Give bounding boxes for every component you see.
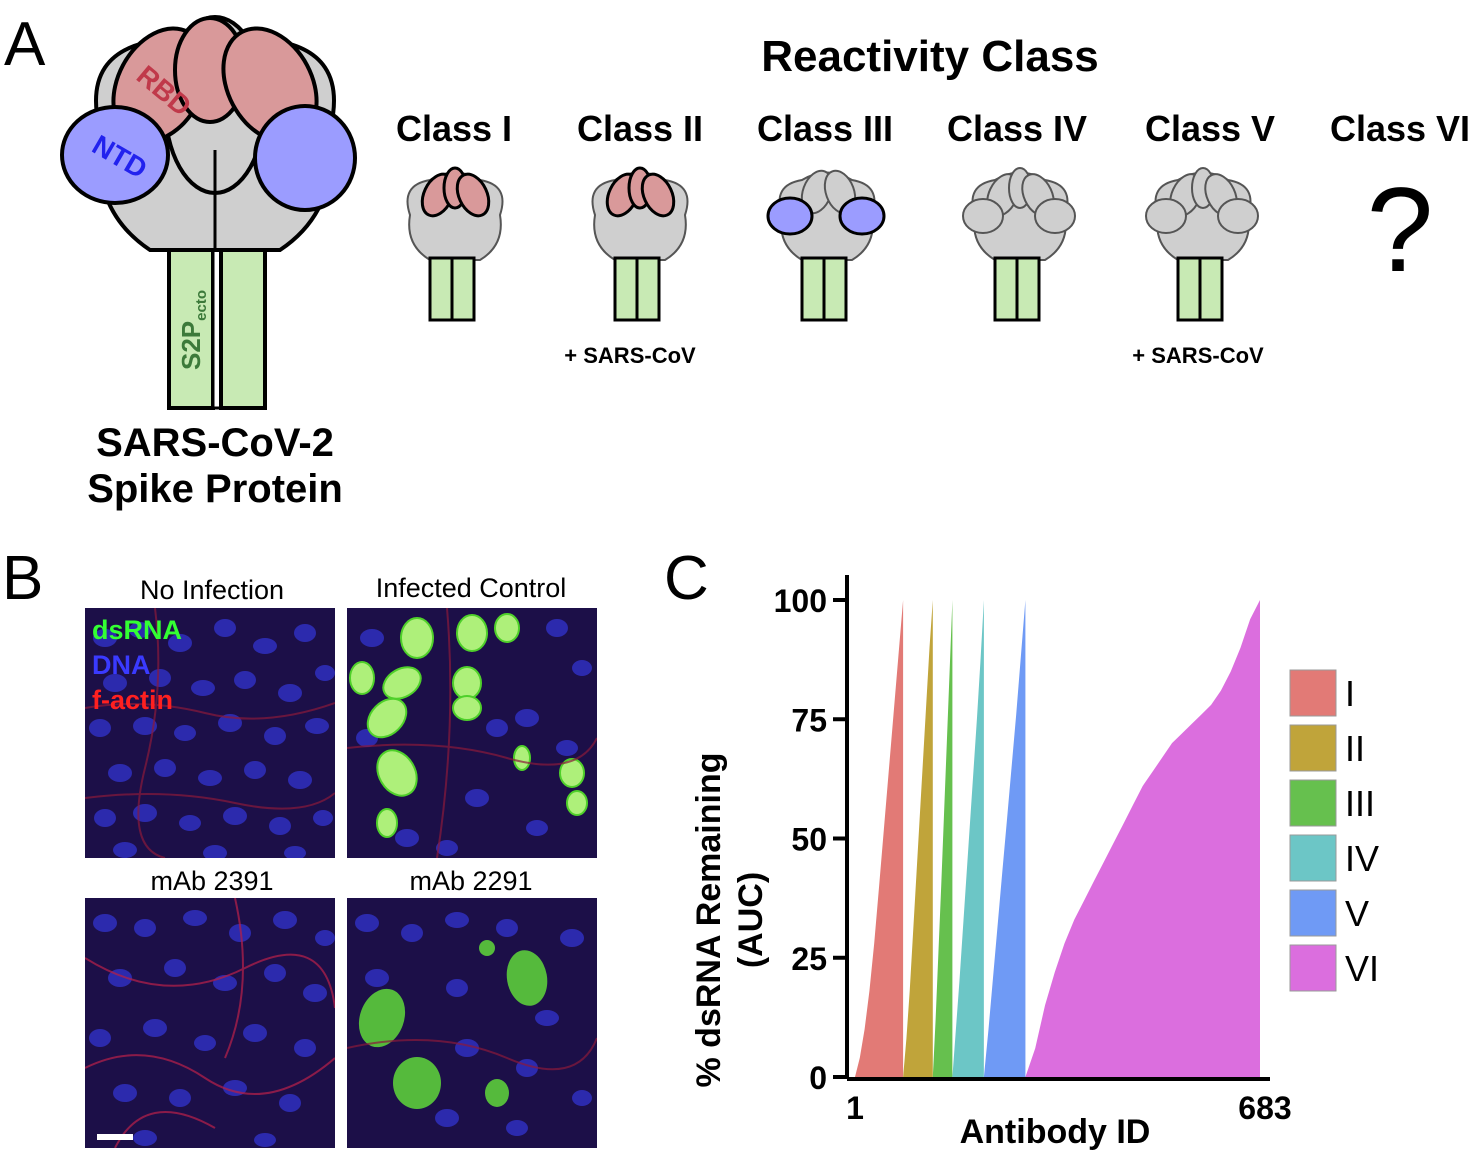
series-area-iii	[932, 600, 953, 1077]
legend-label-ii: II	[1345, 728, 1365, 769]
legend-swatch-i	[1289, 669, 1337, 717]
class-v-spike-icon	[1145, 167, 1259, 322]
panel-label-a: A	[4, 10, 46, 79]
legend-swatch-ii	[1289, 724, 1337, 772]
class-v-title: Class V	[1144, 108, 1276, 149]
class-v-note: + SARS-CoV	[1132, 343, 1264, 368]
micro-title-mab-2391: mAb 2391	[150, 866, 274, 896]
channel-dna: DNA	[92, 650, 151, 680]
y-tick-label: 100	[774, 583, 827, 619]
micrograph-infected-control	[347, 608, 597, 858]
class-vi-title: Class VI	[1329, 108, 1471, 149]
x-axis-label: Antibody ID	[960, 1113, 1151, 1151]
legend-swatch-vi	[1289, 944, 1337, 992]
legend-label-iii: III	[1345, 783, 1375, 824]
micrograph-mab-2391	[85, 898, 335, 1148]
panel-label-c: C	[664, 544, 709, 613]
channel-label-dsrna: dsRNA	[92, 615, 182, 646]
spike-caption-line1: SARS-CoV-2	[96, 421, 334, 465]
channel-dsrna: dsRNA	[92, 615, 183, 645]
spike-caption: SARS-CoV-2 Spike Protein	[60, 420, 370, 512]
class-iii-spike-icon	[766, 169, 886, 322]
y-axis-label-line2: (AUC)	[732, 872, 770, 968]
series-area-i	[855, 600, 904, 1077]
legend-label-iv: IV	[1345, 838, 1379, 879]
class-i-title: Class I	[395, 108, 513, 149]
series-area-v	[983, 600, 1026, 1077]
chart-series-areas	[855, 600, 1260, 1077]
channel-label-factin: f-actin	[92, 685, 173, 716]
reactivity-class-title: Reactivity Class	[761, 32, 1099, 81]
class-ii-note: + SARS-CoV	[564, 343, 696, 368]
micro-title-no-infection: No Infection	[139, 575, 285, 605]
legend-label-i: I	[1345, 673, 1355, 714]
y-tick-label: 75	[791, 702, 827, 738]
series-area-iv	[952, 600, 984, 1077]
x-tick-label-start: 1	[846, 1090, 864, 1126]
x-tick-label-end: 683	[1238, 1090, 1291, 1126]
micro-title-infected-control: Infected Control	[375, 573, 567, 603]
spike-protein-diagram: RBD NTD S2Pecto	[60, 15, 357, 410]
channel-factin: f-actin	[92, 685, 173, 715]
panel-label-b: B	[2, 544, 44, 613]
class-ii-spike-icon	[591, 166, 689, 322]
spike-caption-line2: Spike Protein	[87, 467, 343, 511]
legend-swatch-iii	[1289, 779, 1337, 827]
legend-swatch-iv	[1289, 834, 1337, 882]
class-iv-spike-icon	[962, 167, 1076, 322]
class-ii-title: Class II	[576, 108, 704, 149]
class-i-spike-icon	[406, 166, 504, 322]
legend-label-vi: VI	[1345, 948, 1379, 989]
class-vi-unknown-mark: ?	[1366, 163, 1434, 297]
class-iv-title: Class IV	[946, 108, 1088, 149]
y-tick-label: 25	[791, 941, 827, 977]
scale-bar	[97, 1134, 133, 1140]
s2p-label: S2Pecto	[176, 290, 210, 370]
micrograph-no-infection	[85, 608, 335, 858]
y-tick-label: 0	[809, 1060, 827, 1096]
y-axis-label-line1: % dsRNA Remaining	[690, 752, 728, 1087]
series-area-vi	[1025, 600, 1260, 1077]
series-area-ii	[903, 600, 933, 1077]
legend-label-v: V	[1345, 893, 1369, 934]
legend-swatch-v	[1289, 889, 1337, 937]
micro-title-mab-2291: mAb 2291	[409, 866, 533, 896]
class-iii-title: Class III	[756, 108, 894, 149]
micrograph-mab-2291	[347, 898, 597, 1148]
channel-label-dna: DNA	[92, 650, 151, 681]
chart-axes: 0 25 50 75 100 1 683	[774, 575, 1292, 1126]
y-tick-label: 50	[791, 822, 827, 858]
